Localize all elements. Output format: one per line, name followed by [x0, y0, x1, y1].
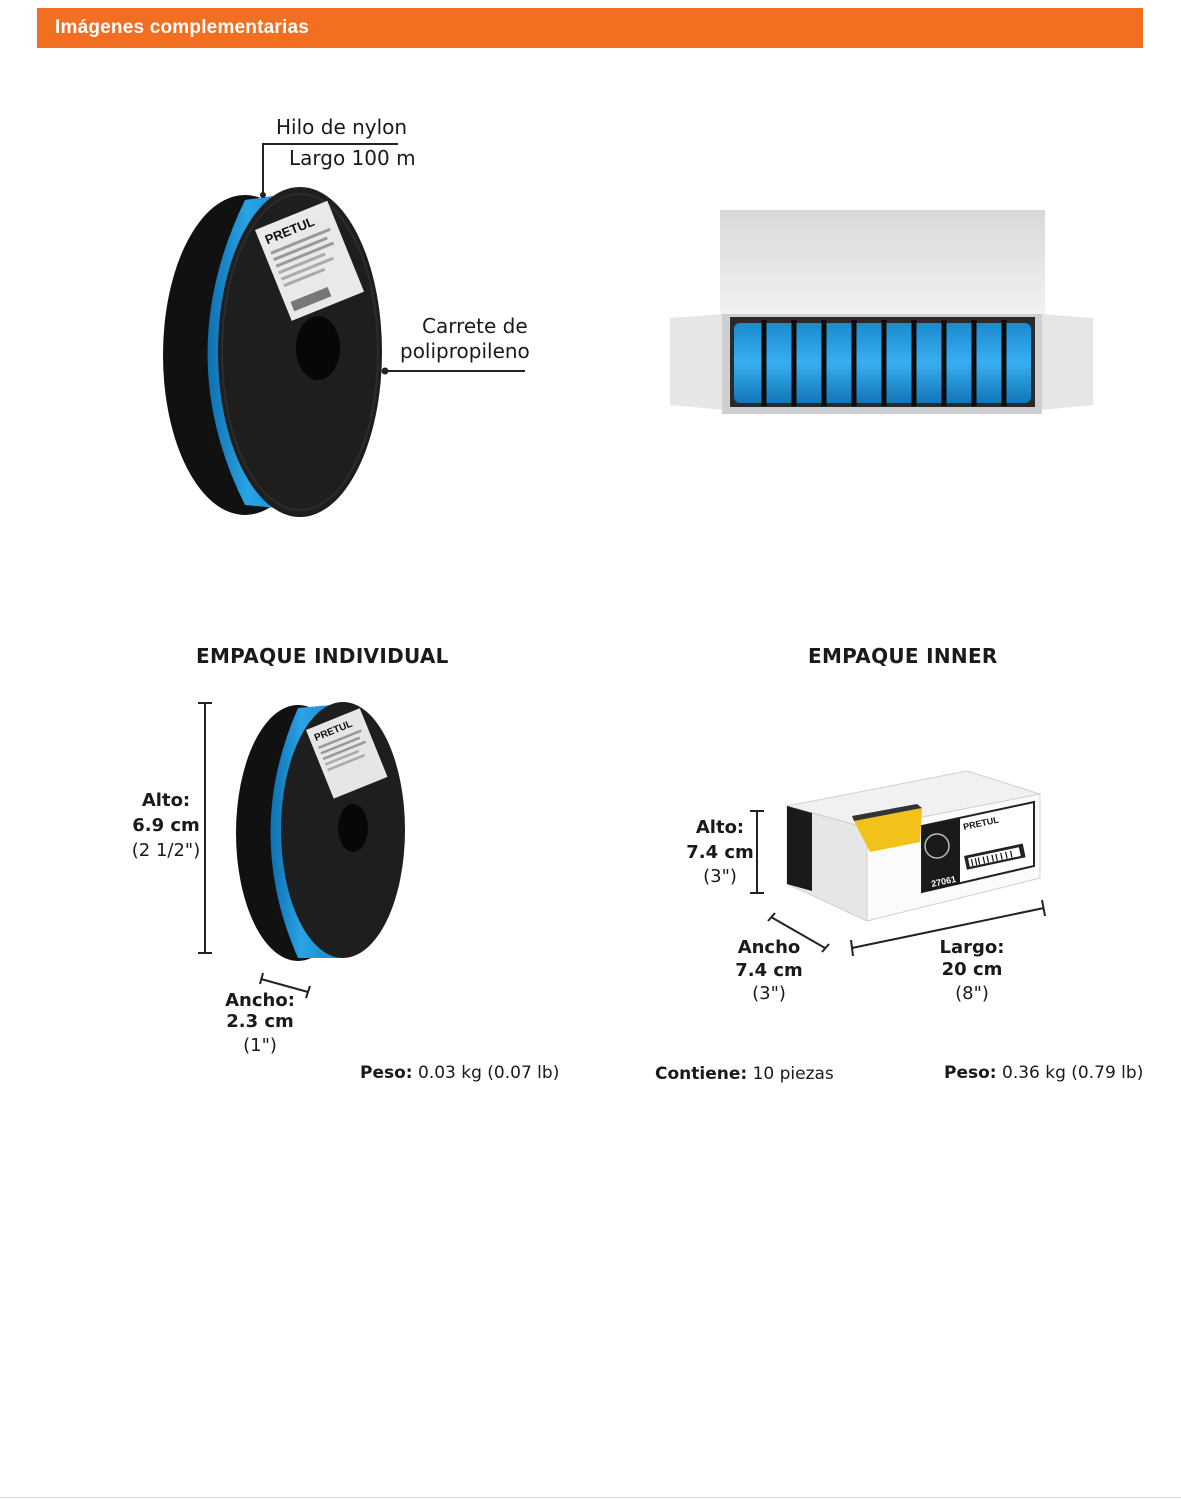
individual-width-label: Ancho:: [225, 990, 295, 1011]
box-left-flap: [670, 314, 725, 410]
inner-length-label: Largo:: [939, 937, 1005, 958]
page-bottom-divider: [0, 1497, 1181, 1498]
inner-box-photo: PRETUL 27061: [786, 770, 1041, 922]
individual-width-inches: (1"): [243, 1035, 277, 1056]
inner-length-inches: (8"): [955, 983, 989, 1004]
inner-package-title: EMPAQUE INNER: [808, 644, 998, 668]
individual-height-value: 6.9 cm: [132, 815, 200, 836]
individual-width-dimension: [259, 972, 311, 999]
callout-thread-leader: [260, 143, 398, 198]
inner-length-dimension: [850, 899, 1046, 957]
inner-weight-label: Peso:: [944, 1063, 997, 1083]
inner-height-inches: (3"): [703, 866, 737, 887]
individual-height-label: Alto:: [141, 790, 191, 811]
individual-height-dimension: [198, 702, 212, 954]
individual-weight-label: Peso:: [360, 1063, 413, 1083]
inner-contains-value: 10 piezas: [747, 1064, 834, 1084]
individual-spool-photo: PRETUL: [236, 702, 405, 961]
inner-width-inches: (3"): [752, 983, 786, 1004]
inner-contains: Contiene: 10 piezas: [655, 1064, 834, 1084]
individual-weight: Peso: 0.03 kg (0.07 lb): [360, 1063, 559, 1083]
inner-height-label: Alto:: [695, 817, 745, 838]
inner-height-dimension: [750, 810, 764, 894]
section-title: Imágenes complementarias: [55, 17, 310, 38]
individual-weight-value: 0.03 kg (0.07 lb): [412, 1063, 560, 1083]
callout-thread-title: Hilo de nylon: [276, 115, 408, 139]
inner-width-label: Ancho: [737, 937, 801, 958]
inner-length-value: 20 cm: [941, 959, 1003, 980]
spool-photo: PRETUL: [163, 187, 382, 517]
box-lid: [720, 210, 1045, 320]
box-right-flap: [1040, 314, 1093, 410]
callout-spool-leader: [381, 367, 525, 375]
spool-row: [734, 320, 1031, 406]
individual-height-inches: (2 1/2"): [131, 840, 201, 861]
inner-width-value: 7.4 cm: [735, 960, 803, 981]
individual-package-title: EMPAQUE INDIVIDUAL: [196, 644, 449, 668]
callout-spool-line1: Carrete de: [422, 314, 528, 338]
inner-weight-value: 0.36 kg (0.79 lb): [996, 1063, 1144, 1083]
inner-box-yellow-tape: [854, 808, 922, 852]
inner-contains-label: Contiene:: [655, 1064, 748, 1084]
inner-weight: Peso: 0.36 kg (0.79 lb): [944, 1063, 1143, 1083]
callout-spool-line2: polipropileno: [400, 339, 530, 363]
spool-hub-hole: [296, 316, 340, 380]
inner-width-dimension: [767, 912, 830, 953]
open-box-photo: [670, 210, 1093, 414]
callout-thread-length: Largo 100 m: [289, 146, 416, 170]
section-header-banner: Imágenes complementarias: [37, 8, 1143, 48]
inner-height-value: 7.4 cm: [686, 842, 754, 863]
individual-spool-hub: [338, 804, 368, 852]
individual-width-value: 2.3 cm: [226, 1011, 294, 1032]
